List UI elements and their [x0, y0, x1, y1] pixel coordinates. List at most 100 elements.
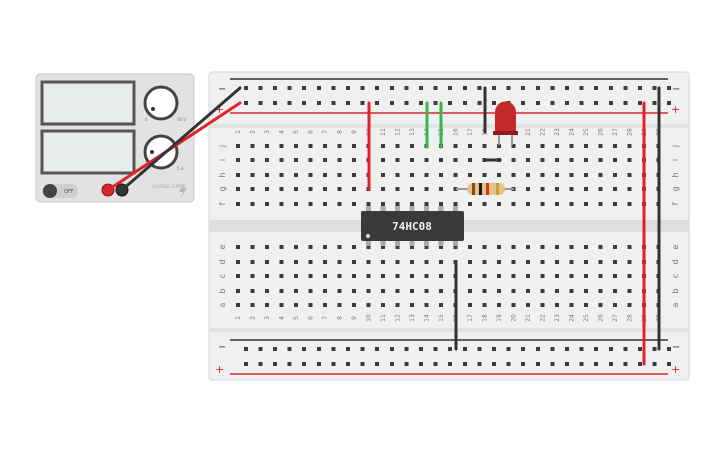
hole[interactable] — [323, 245, 327, 249]
hole[interactable] — [273, 362, 277, 366]
hole[interactable] — [540, 260, 545, 264]
hole[interactable] — [381, 173, 385, 177]
hole[interactable] — [497, 173, 501, 177]
hole[interactable] — [395, 303, 400, 307]
hole[interactable] — [287, 86, 292, 90]
hole[interactable] — [627, 158, 632, 162]
ic-chip[interactable]: 74HC08 — [361, 206, 464, 246]
hole[interactable] — [381, 144, 385, 148]
hole[interactable] — [598, 187, 603, 191]
hole[interactable] — [569, 260, 574, 264]
hole[interactable] — [453, 158, 458, 162]
hole[interactable] — [265, 289, 269, 293]
hole[interactable] — [594, 347, 598, 351]
wires[interactable] — [106, 86, 661, 366]
hole[interactable] — [526, 260, 530, 264]
hole[interactable] — [395, 202, 400, 206]
hole[interactable] — [598, 245, 603, 249]
hole[interactable] — [265, 303, 269, 307]
hole[interactable] — [540, 274, 545, 278]
hole[interactable] — [569, 158, 574, 162]
hole[interactable] — [536, 347, 540, 351]
hole[interactable] — [250, 303, 255, 307]
hole[interactable] — [497, 289, 501, 293]
hole[interactable] — [609, 101, 613, 105]
hole[interactable] — [424, 202, 429, 206]
hole[interactable] — [511, 173, 516, 177]
hole[interactable] — [448, 86, 452, 90]
hole[interactable] — [521, 362, 525, 366]
hole[interactable] — [526, 303, 530, 307]
hole[interactable] — [598, 303, 603, 307]
hole[interactable] — [419, 86, 423, 90]
hole[interactable] — [439, 173, 443, 177]
hole[interactable] — [404, 347, 409, 351]
hole[interactable] — [375, 101, 379, 105]
hole[interactable] — [236, 274, 240, 278]
hole[interactable] — [236, 260, 240, 264]
hole[interactable] — [279, 158, 284, 162]
hole[interactable] — [265, 202, 269, 206]
hole[interactable] — [579, 362, 584, 366]
hole[interactable] — [346, 86, 350, 90]
hole[interactable] — [439, 245, 443, 249]
hole[interactable] — [511, 274, 516, 278]
hole[interactable] — [352, 202, 356, 206]
hole[interactable] — [410, 274, 414, 278]
hole[interactable] — [424, 289, 429, 293]
hole[interactable] — [337, 289, 342, 293]
hole[interactable] — [352, 303, 356, 307]
hole[interactable] — [623, 347, 628, 351]
hole[interactable] — [433, 101, 438, 105]
hole[interactable] — [244, 101, 248, 105]
hole[interactable] — [366, 260, 371, 264]
hole[interactable] — [352, 187, 356, 191]
hole[interactable] — [511, 289, 516, 293]
hole[interactable] — [279, 289, 284, 293]
hole[interactable] — [598, 289, 603, 293]
hole[interactable] — [236, 303, 240, 307]
hole[interactable] — [410, 260, 414, 264]
hole[interactable] — [468, 202, 472, 206]
hole[interactable] — [323, 158, 327, 162]
hole[interactable] — [360, 101, 365, 105]
hole[interactable] — [477, 347, 482, 351]
hole[interactable] — [497, 274, 501, 278]
hole[interactable] — [627, 260, 632, 264]
hole[interactable] — [584, 289, 588, 293]
hole[interactable] — [468, 260, 472, 264]
hole[interactable] — [410, 158, 414, 162]
hole[interactable] — [468, 289, 472, 293]
hole[interactable] — [468, 274, 472, 278]
hole[interactable] — [521, 101, 525, 105]
hole[interactable] — [627, 144, 632, 148]
hole[interactable] — [550, 101, 555, 105]
hole[interactable] — [294, 274, 298, 278]
hole[interactable] — [540, 158, 545, 162]
hole[interactable] — [323, 173, 327, 177]
hole[interactable] — [439, 158, 443, 162]
hole[interactable] — [323, 202, 327, 206]
hole[interactable] — [555, 187, 559, 191]
hole[interactable] — [569, 202, 574, 206]
hole[interactable] — [497, 245, 501, 249]
hole[interactable] — [526, 202, 530, 206]
hole[interactable] — [598, 173, 603, 177]
hole[interactable] — [360, 86, 365, 90]
hole[interactable] — [331, 86, 336, 90]
hole[interactable] — [652, 86, 657, 90]
hole[interactable] — [555, 274, 559, 278]
hole[interactable] — [279, 144, 284, 148]
hole[interactable] — [594, 101, 598, 105]
hole[interactable] — [439, 289, 443, 293]
hole[interactable] — [366, 202, 371, 206]
hole[interactable] — [598, 144, 603, 148]
hole[interactable] — [308, 260, 313, 264]
voltage-knob[interactable] — [143, 85, 179, 121]
supply-negative-wire[interactable] — [120, 86, 242, 192]
hole[interactable] — [550, 362, 555, 366]
hole[interactable] — [448, 101, 452, 105]
hole[interactable] — [323, 289, 327, 293]
hole[interactable] — [526, 187, 530, 191]
hole[interactable] — [613, 173, 617, 177]
